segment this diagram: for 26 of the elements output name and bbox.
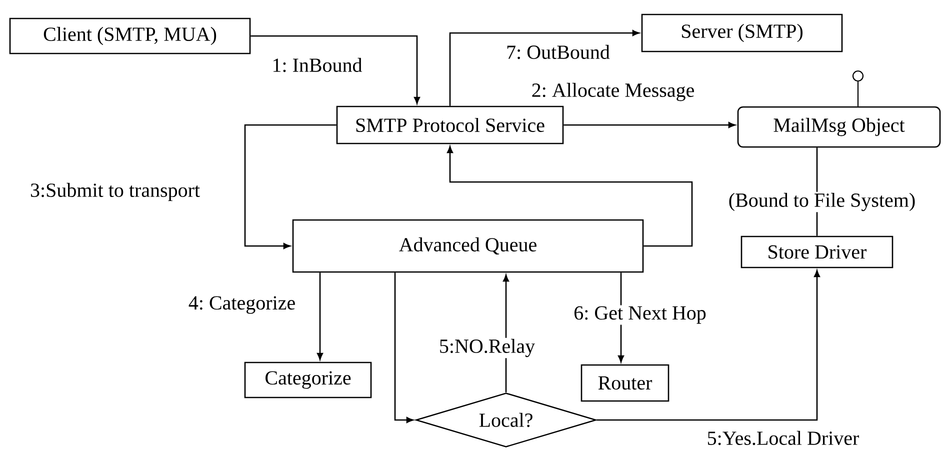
process-box: Router	[580, 364, 670, 402]
arrow	[564, 122, 736, 128]
process-box: Categorize	[244, 362, 372, 398]
edge-label: 1: InBound	[270, 56, 364, 74]
edge-label: 2: Allocate Message	[530, 82, 696, 102]
arrow	[244, 124, 336, 249]
edge-label: 3:Submit to transport	[29, 182, 201, 202]
edge-label: 6: Get Next Hop	[572, 305, 708, 325]
arrow	[317, 272, 323, 360]
edge-label: 5:NO.Relay	[438, 338, 536, 358]
arrow	[394, 272, 414, 423]
arrow	[449, 30, 640, 106]
process-box: SMTP Protocol Service	[336, 106, 564, 144]
arrow	[503, 274, 509, 392]
edge-label: 4: Categorize	[187, 295, 297, 315]
edge-label: 7: OutBound	[505, 44, 611, 60]
edge-label: (Bound to File System)	[727, 192, 917, 212]
process-box: Server (SMTP)	[641, 14, 843, 52]
process-box: Client (SMTP, MUA)	[9, 18, 251, 54]
arrow	[250, 35, 420, 104]
edge-label: 5:Yes.Local Driver	[706, 430, 860, 446]
object-box: MailMsg Object	[737, 106, 941, 148]
arrow	[447, 146, 693, 247]
process-box: Advanced Queue	[292, 219, 644, 273]
arrow	[596, 270, 820, 421]
process-box: Store Driver	[740, 236, 894, 268]
